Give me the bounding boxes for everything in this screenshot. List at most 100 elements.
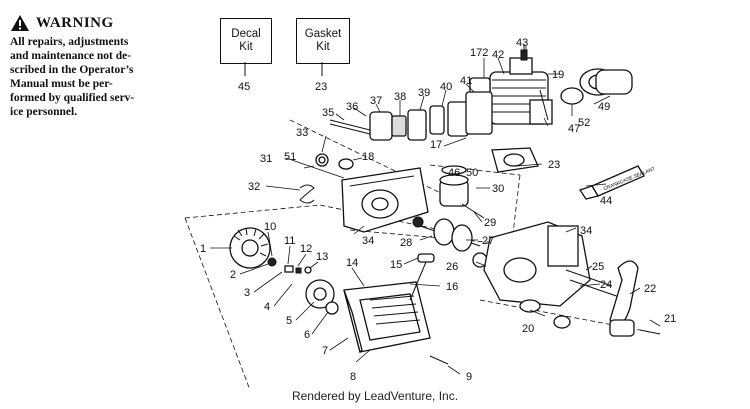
footer-credit: Rendered by LeadVenture, Inc. — [291, 389, 459, 403]
callout-5: 5 — [286, 315, 292, 327]
callout-7: 7 — [322, 345, 328, 357]
nut — [267, 257, 277, 267]
callout-16: 16 — [446, 281, 458, 293]
callout-23-kit: 23 — [315, 81, 327, 93]
callout-49: 49 — [598, 101, 610, 113]
piston-pin — [461, 203, 485, 219]
muffler — [579, 68, 633, 96]
callout-21: 21 — [664, 313, 676, 325]
callout-23: 23 — [548, 159, 560, 171]
callout-51: 51 — [284, 151, 296, 163]
callout-34-right: 34 — [580, 225, 592, 237]
intake-assembly — [329, 91, 493, 141]
callout-24: 24 — [600, 279, 612, 291]
callout-4: 4 — [264, 301, 270, 313]
callout-37: 37 — [370, 95, 382, 107]
leader-lines — [210, 46, 661, 375]
alignment-lines — [184, 119, 641, 391]
callout-50: 50 — [466, 167, 478, 179]
warning-title: WARNING — [36, 14, 114, 31]
rear-handle — [609, 260, 639, 337]
callout-10: 10 — [264, 221, 276, 233]
screw — [429, 355, 449, 365]
callout-25: 25 — [592, 261, 604, 273]
starter-housing — [343, 281, 431, 354]
callout-52: 52 — [578, 117, 590, 129]
callout-45: 45 — [238, 81, 250, 93]
starter-handle — [409, 253, 435, 301]
callouts: 1 2 3 4 5 6 7 8 9 10 11 12 13 14 15 16 1… — [200, 37, 676, 383]
callout-14: 14 — [346, 257, 358, 269]
piston — [439, 165, 469, 207]
decal-kit-box: Decal Kit — [220, 18, 272, 64]
callout-28: 28 — [400, 237, 412, 249]
callout-9: 9 — [466, 371, 472, 383]
washer-20 — [553, 315, 571, 329]
warning-line: and maintenance not de- — [10, 50, 132, 62]
cylinder — [489, 57, 553, 125]
warning-text: All repairs, adjustments and maintenance… — [10, 35, 180, 119]
callout-40: 40 — [440, 81, 452, 93]
base-gasket — [491, 147, 539, 173]
callout-38: 38 — [394, 91, 406, 103]
rewind-spring — [325, 301, 339, 315]
pawl-spring — [304, 266, 312, 274]
seal-ring — [338, 158, 354, 170]
callout-42: 42 — [492, 49, 504, 61]
callout-2: 2 — [230, 269, 236, 281]
callout-30: 30 — [492, 183, 504, 195]
callout-17: 17 — [430, 139, 442, 151]
callout-32: 32 — [248, 181, 260, 193]
warning-line: Manual must be per- — [10, 78, 113, 90]
callout-35: 35 — [322, 107, 334, 119]
clutch-spring — [299, 184, 315, 204]
callout-26: 26 — [446, 261, 458, 273]
muffler-bolt — [539, 89, 549, 121]
callout-13: 13 — [316, 251, 328, 263]
sealant-tube: CRANKCASE SEALANT — [578, 165, 656, 200]
callout-33: 33 — [296, 127, 308, 139]
callout-8: 8 — [350, 371, 356, 383]
intake-gasket — [519, 299, 541, 313]
callout-29: 29 — [484, 217, 496, 229]
gasket-kit-label-2: Kit — [316, 41, 330, 53]
warning-line: ice personnel. — [10, 106, 78, 118]
callout-47: 47 — [568, 123, 580, 135]
pawl — [295, 267, 302, 274]
callout-39: 39 — [418, 87, 430, 99]
callout-6: 6 — [304, 329, 310, 341]
handle-screw — [639, 329, 661, 335]
callout-19: 19 — [552, 69, 564, 81]
gasket-kit-label: Gasket — [304, 28, 342, 40]
crankcase-right — [483, 221, 591, 307]
flywheel — [229, 227, 271, 269]
washer — [284, 265, 294, 273]
callout-36: 36 — [346, 101, 358, 113]
callout-18: 18 — [362, 151, 374, 163]
warning-line: scribed in the Operator’s — [10, 64, 134, 76]
callout-1: 1 — [200, 243, 206, 255]
callout-11: 11 — [284, 235, 295, 247]
oil-seal-inner — [318, 156, 326, 164]
callout-41: 41 — [460, 75, 472, 87]
warning-line: All repairs, adjustments — [10, 36, 129, 48]
decal-kit-label-2: Kit — [239, 41, 253, 53]
callout-27: 27 — [482, 235, 494, 247]
crankshaft — [412, 216, 481, 252]
decal-kit-label: Decal — [231, 28, 261, 40]
callout-46: 46 — [448, 167, 460, 179]
callout-12: 12 — [300, 243, 312, 255]
spark-plug — [520, 44, 528, 61]
muffler-gasket — [560, 87, 584, 105]
callout-20: 20 — [522, 323, 534, 335]
callout-22: 22 — [644, 283, 656, 295]
callout-43: 43 — [516, 37, 528, 49]
starter-pulley-hub — [313, 287, 327, 301]
callout-3: 3 — [244, 287, 250, 299]
warning-triangle-icon — [11, 15, 29, 31]
warning-heading: WARNING — [10, 14, 180, 32]
choke-rod — [565, 269, 613, 287]
warning-line: formed by qualified serv- — [10, 92, 135, 104]
